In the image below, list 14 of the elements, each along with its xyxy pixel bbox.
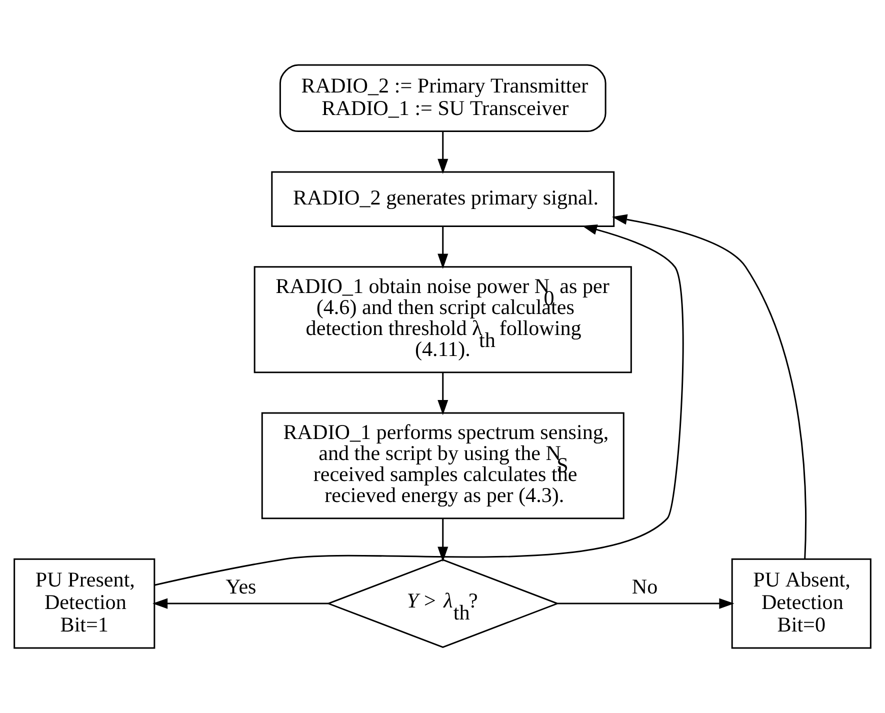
- arrow: [152, 598, 328, 609]
- node-box: PU Present, Detection Bit=1: [14, 558, 156, 649]
- edge-label: No: [632, 574, 658, 598]
- arrow: [612, 214, 806, 559]
- arrow: [438, 518, 448, 562]
- node-box: PU Absent, Detection Bit=0: [731, 558, 872, 649]
- arrow: [438, 372, 448, 416]
- node-box: RADIO_2 generates primary signal.: [271, 171, 615, 227]
- edge-label: Yes: [226, 574, 256, 598]
- arrow: [558, 598, 734, 609]
- arrow: [438, 226, 448, 269]
- arrow: [154, 224, 684, 586]
- node-box: RADIO_2 := Primary Transmitter RADIO_1 := SU Transceiver: [279, 64, 606, 132]
- arrow: [438, 132, 448, 174]
